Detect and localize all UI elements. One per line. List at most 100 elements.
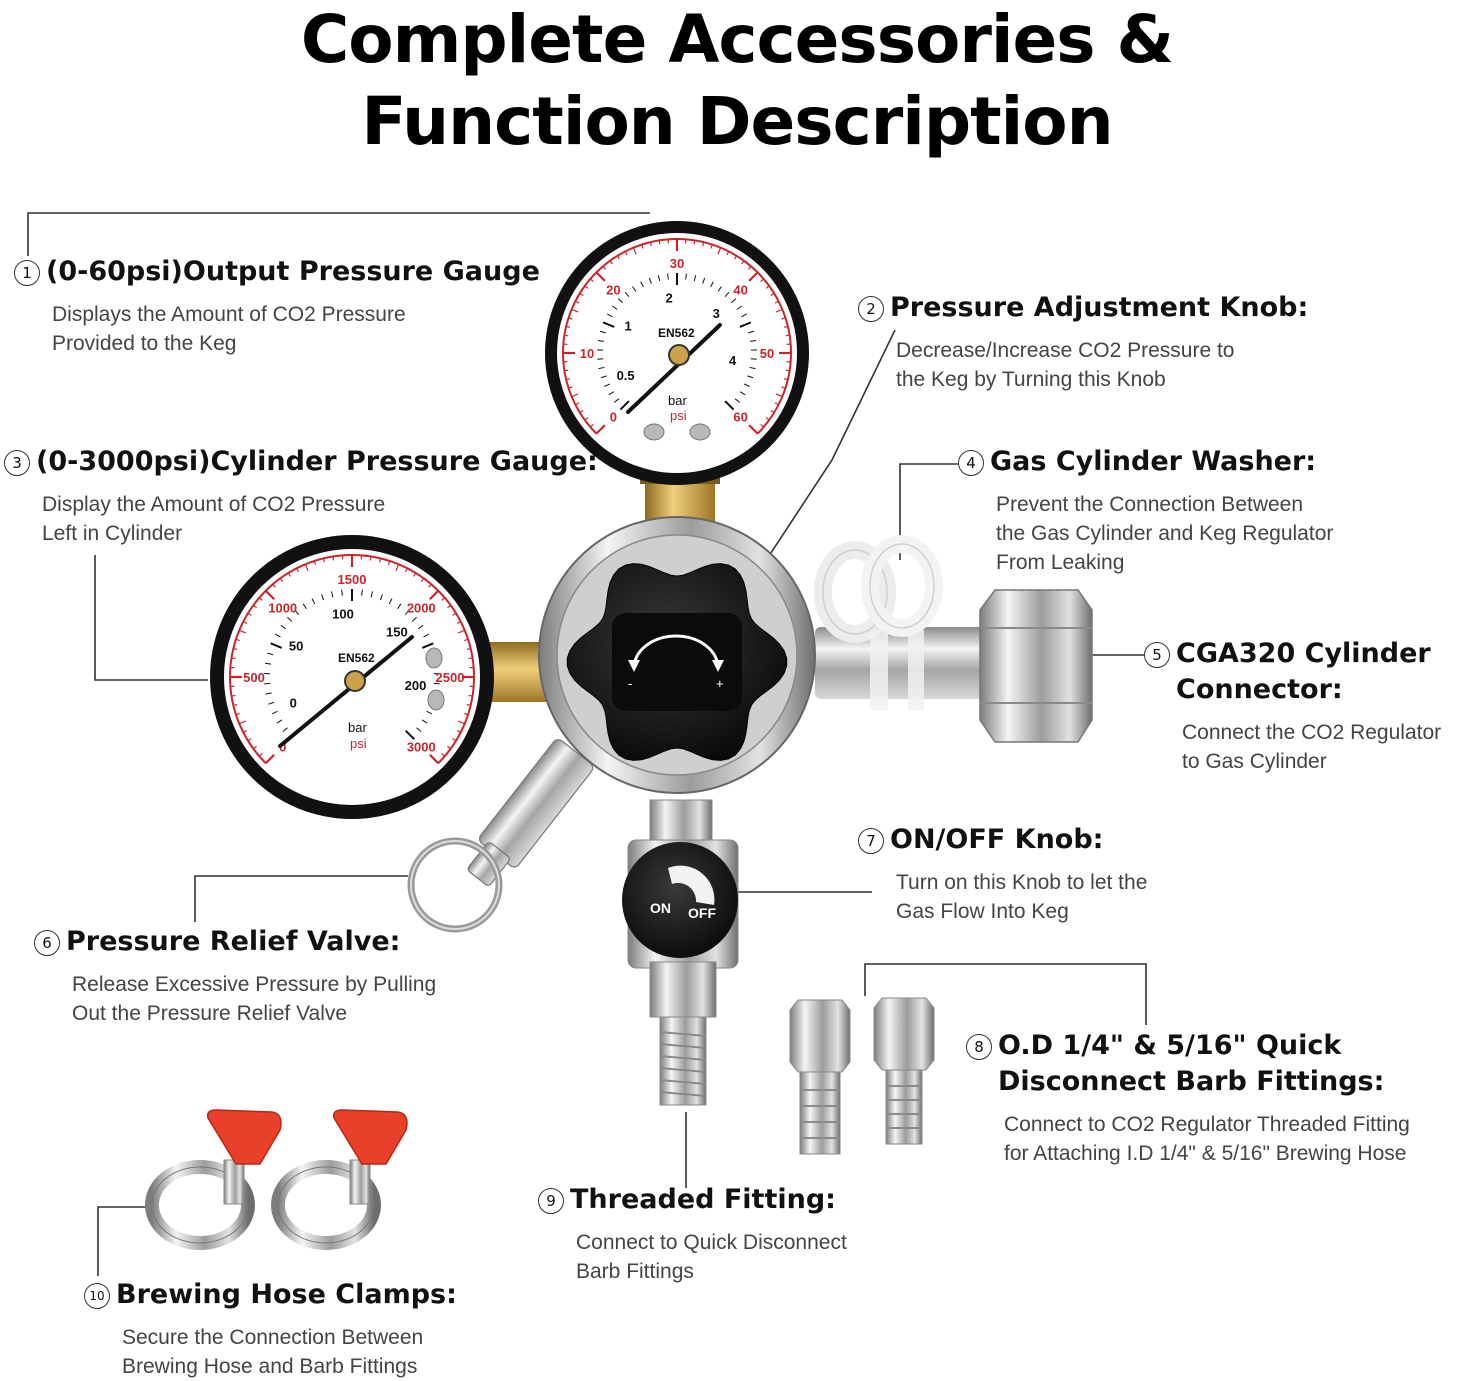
- callout-description-line: the Keg by Turning this Knob: [896, 365, 1308, 394]
- output-gauge-psi-tick-label: 60: [733, 410, 747, 425]
- cylinder-gauge-bar-tick-label: 100: [332, 607, 354, 622]
- cylinder-gauge-psi-tick-label: 2000: [407, 601, 436, 616]
- callout-heading-line: Connector:: [1176, 672, 1431, 708]
- callout-number-badge: 9: [538, 1188, 564, 1214]
- output-gauge-psi-tick-label: 40: [733, 282, 747, 297]
- off-label: OFF: [688, 905, 716, 921]
- cylinder-gauge-unit-psi: psi: [350, 736, 367, 751]
- callout-heading-line: CGA320 Cylinder: [1176, 636, 1431, 672]
- cylinder-gauge-bar-tick-label: 0: [290, 695, 297, 710]
- callout-description-line: Release Excessive Pressure by Pulling: [72, 970, 436, 999]
- output-gauge-psi-tick-label: 10: [580, 346, 594, 361]
- clamp-handle-1: [208, 1110, 281, 1164]
- output-gauge-bar-tick-label: 1: [625, 319, 632, 334]
- callout-description-line: Secure the Connection Between: [122, 1323, 457, 1352]
- cylinder-gauge-psi-tick-label: 2500: [436, 670, 465, 685]
- on-off-knob: [622, 842, 738, 958]
- callout-description-line: Connect the CO2 Regulator: [1182, 718, 1441, 747]
- barb-fitting-1: [790, 1000, 850, 1154]
- output-gauge-bar-tick-label: 2: [665, 291, 672, 306]
- callout-description-line: to Gas Cylinder: [1182, 747, 1441, 776]
- cylinder-gauge-bar-tick-label: 200: [405, 678, 427, 693]
- callout-description-line: Prevent the Connection Between: [996, 490, 1333, 519]
- callout-cylinder-pressure-gauge: 3(0-3000psi)Cylinder Pressure Gauge: Disp…: [4, 444, 598, 548]
- cga320-hex-nut: [980, 590, 1092, 742]
- output-gauge-psi-tick-label: 20: [606, 282, 620, 297]
- callout-description-line: Barb Fittings: [576, 1257, 847, 1286]
- callout-heading: 1(0-60psi)Output Pressure Gauge: [14, 254, 540, 290]
- knob-plus-sign: +: [716, 676, 724, 691]
- output-gauge-unit-psi: psi: [670, 408, 687, 423]
- callout-heading-line: (0-3000psi)Cylinder Pressure Gauge:: [36, 444, 598, 480]
- callout-description: Connect to CO2 Regulator Threaded Fittin…: [1004, 1110, 1410, 1168]
- callout-description-line: Gas Flow Into Keg: [896, 897, 1147, 926]
- output-gauge-brand: EN562: [658, 326, 695, 340]
- callout-number-badge: 5: [1144, 642, 1170, 668]
- cylinder-gauge-brand: EN562: [338, 651, 375, 665]
- knob-minus-sign: -: [628, 676, 632, 691]
- callout-description-line: Display the Amount of CO2 Pressure: [42, 490, 598, 519]
- cylinder-gauge-psi-tick-label: 1000: [268, 601, 297, 616]
- title-line-2: Function Description: [0, 80, 1474, 164]
- hose-clamp-1: [152, 1110, 281, 1243]
- cylinder-gauge-psi-tick-label: 1500: [338, 572, 367, 587]
- callout-heading-line: Disconnect Barb Fittings:: [998, 1064, 1384, 1100]
- callout-number-badge: 6: [34, 930, 60, 956]
- output-gauge-bar-tick-label: 0.5: [617, 368, 635, 383]
- cylinder-gauge-psi-tick-label: 3000: [407, 739, 436, 754]
- callout-description-line: for Attaching I.D 1/4" & 5/16" Brewing H…: [1004, 1139, 1410, 1168]
- callout-heading-line: Pressure Relief Valve:: [66, 924, 400, 960]
- callout-description-line: From Leaking: [996, 548, 1333, 577]
- callout-description-line: Out the Pressure Relief Valve: [72, 999, 436, 1028]
- callout-heading-line: (0-60psi)Output Pressure Gauge: [46, 254, 540, 290]
- callout-description-line: Displays the Amount of CO2 Pressure: [52, 300, 540, 329]
- output-gauge-unit-bar: bar: [668, 393, 687, 408]
- leader-line-3: [95, 555, 208, 680]
- barb-fitting-2: [874, 998, 934, 1144]
- callout-number-badge: 4: [958, 450, 984, 476]
- clamp-handle-2: [334, 1110, 407, 1164]
- callout-description-line: Connect to Quick Disconnect: [576, 1228, 847, 1257]
- callout-number-badge: 2: [858, 296, 884, 322]
- cylinder-gauge-bar-tick-label: 150: [386, 624, 408, 639]
- cylinder-gauge-unit-bar: bar: [348, 720, 367, 735]
- valve-upper-collar: [650, 800, 712, 840]
- callout-heading: 3(0-3000psi)Cylinder Pressure Gauge:: [4, 444, 598, 480]
- callout-number-badge: 7: [858, 828, 884, 854]
- output-gauge-psi-tick-label: 50: [760, 346, 774, 361]
- output-gauge-bar-tick-label: 4: [729, 353, 737, 368]
- leader-line-6: [195, 876, 408, 922]
- callout-number-badge: 3: [4, 450, 30, 476]
- pressure-relief-valve-body: [459, 737, 595, 893]
- output-gauge-bar-tick-label: 3: [713, 306, 720, 321]
- callout-description-line: Turn on this Knob to let the: [896, 868, 1147, 897]
- callout-heading-line: O.D 1/4" & 5/16" Quick: [998, 1028, 1384, 1064]
- cylinder-gauge-bar-tick-label: 50: [289, 639, 303, 654]
- on-label: ON: [650, 900, 671, 916]
- callout-description-line: Left in Cylinder: [42, 519, 598, 548]
- callout-description-line: Connect to CO2 Regulator Threaded Fittin…: [1004, 1110, 1410, 1139]
- callout-heading-line: Threaded Fitting:: [570, 1182, 836, 1218]
- callout-heading-line: ON/OFF Knob:: [890, 822, 1103, 858]
